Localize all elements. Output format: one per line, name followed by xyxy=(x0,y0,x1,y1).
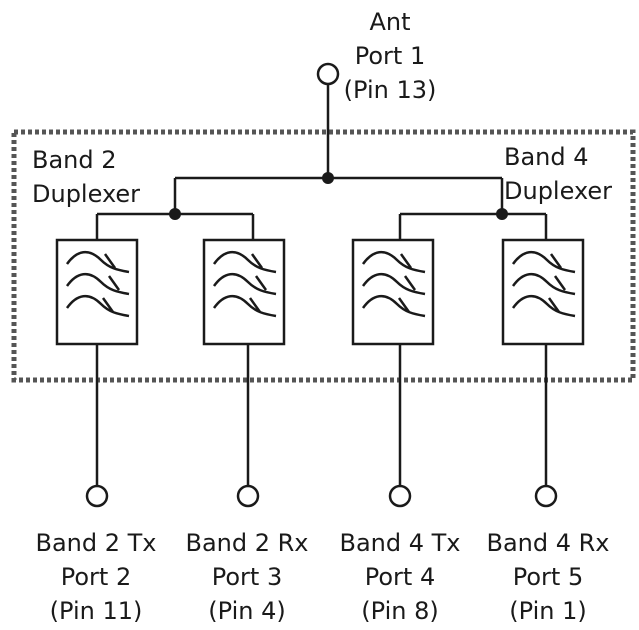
band4-duplexer-line1: Band 4 xyxy=(504,143,589,171)
port-number: Port 2 xyxy=(60,563,132,591)
band2-duplexer-line1: Band 2 xyxy=(32,146,117,174)
main-bus xyxy=(173,172,504,214)
port-number: Port 4 xyxy=(364,563,436,591)
band2-duplexer-label: Band 2 Duplexer xyxy=(32,143,140,211)
band2-tx-terminal-icon xyxy=(85,484,109,508)
band2-duplexer-line2: Duplexer xyxy=(32,180,141,208)
port-label-band2-tx: Band 2 Tx Port 2 (Pin 11) xyxy=(21,526,171,628)
band2-tx-filter-icon xyxy=(55,238,139,346)
filter-band4-rx xyxy=(501,238,585,508)
band4-branch xyxy=(398,208,548,240)
port-name: Band 4 Rx xyxy=(486,529,610,557)
port-label-band4-rx: Band 4 Rx Port 5 (Pin 1) xyxy=(473,526,623,628)
port-number: Port 5 xyxy=(512,563,584,591)
antenna-label-line3: (Pin 13) xyxy=(343,76,437,104)
antenna-label-line1: Ant xyxy=(369,8,411,36)
port-label-band4-tx: Band 4 Tx Port 4 (Pin 8) xyxy=(325,526,475,628)
filter-band2-rx xyxy=(202,238,286,508)
band2-rx-filter-icon xyxy=(202,238,286,346)
port-pin: (Pin 4) xyxy=(208,597,286,625)
port-name: Band 4 Tx xyxy=(339,529,461,557)
duplexer-module-boundary xyxy=(11,129,636,383)
band2-junction-icon xyxy=(169,208,181,220)
band4-rx-terminal-icon xyxy=(534,484,558,508)
band2-branch xyxy=(95,208,255,240)
band4-rx-filter-icon xyxy=(501,238,585,346)
antenna-junction-icon xyxy=(322,172,334,184)
port-name: Band 2 Tx xyxy=(35,529,157,557)
band2-rx-terminal-icon xyxy=(236,484,260,508)
port-pin: (Pin 11) xyxy=(49,597,143,625)
band4-duplexer-label: Band 4 Duplexer xyxy=(504,140,612,208)
port-name: Band 2 Rx xyxy=(185,529,309,557)
port-label-band2-rx: Band 2 Rx Port 3 (Pin 4) xyxy=(172,526,322,628)
antenna-label: Ant Port 1 (Pin 13) xyxy=(330,5,450,107)
port-number: Port 3 xyxy=(211,563,283,591)
filter-band4-tx xyxy=(351,238,435,508)
band4-tx-filter-icon xyxy=(351,238,435,346)
port-pin: (Pin 1) xyxy=(509,597,587,625)
antenna-label-line2: Port 1 xyxy=(354,42,426,70)
band4-tx-terminal-icon xyxy=(388,484,412,508)
antenna-feed xyxy=(316,62,340,178)
band4-duplexer-line2: Duplexer xyxy=(504,177,613,205)
filter-band2-tx xyxy=(55,238,139,508)
port-pin: (Pin 8) xyxy=(361,597,439,625)
band4-junction-icon xyxy=(496,208,508,220)
